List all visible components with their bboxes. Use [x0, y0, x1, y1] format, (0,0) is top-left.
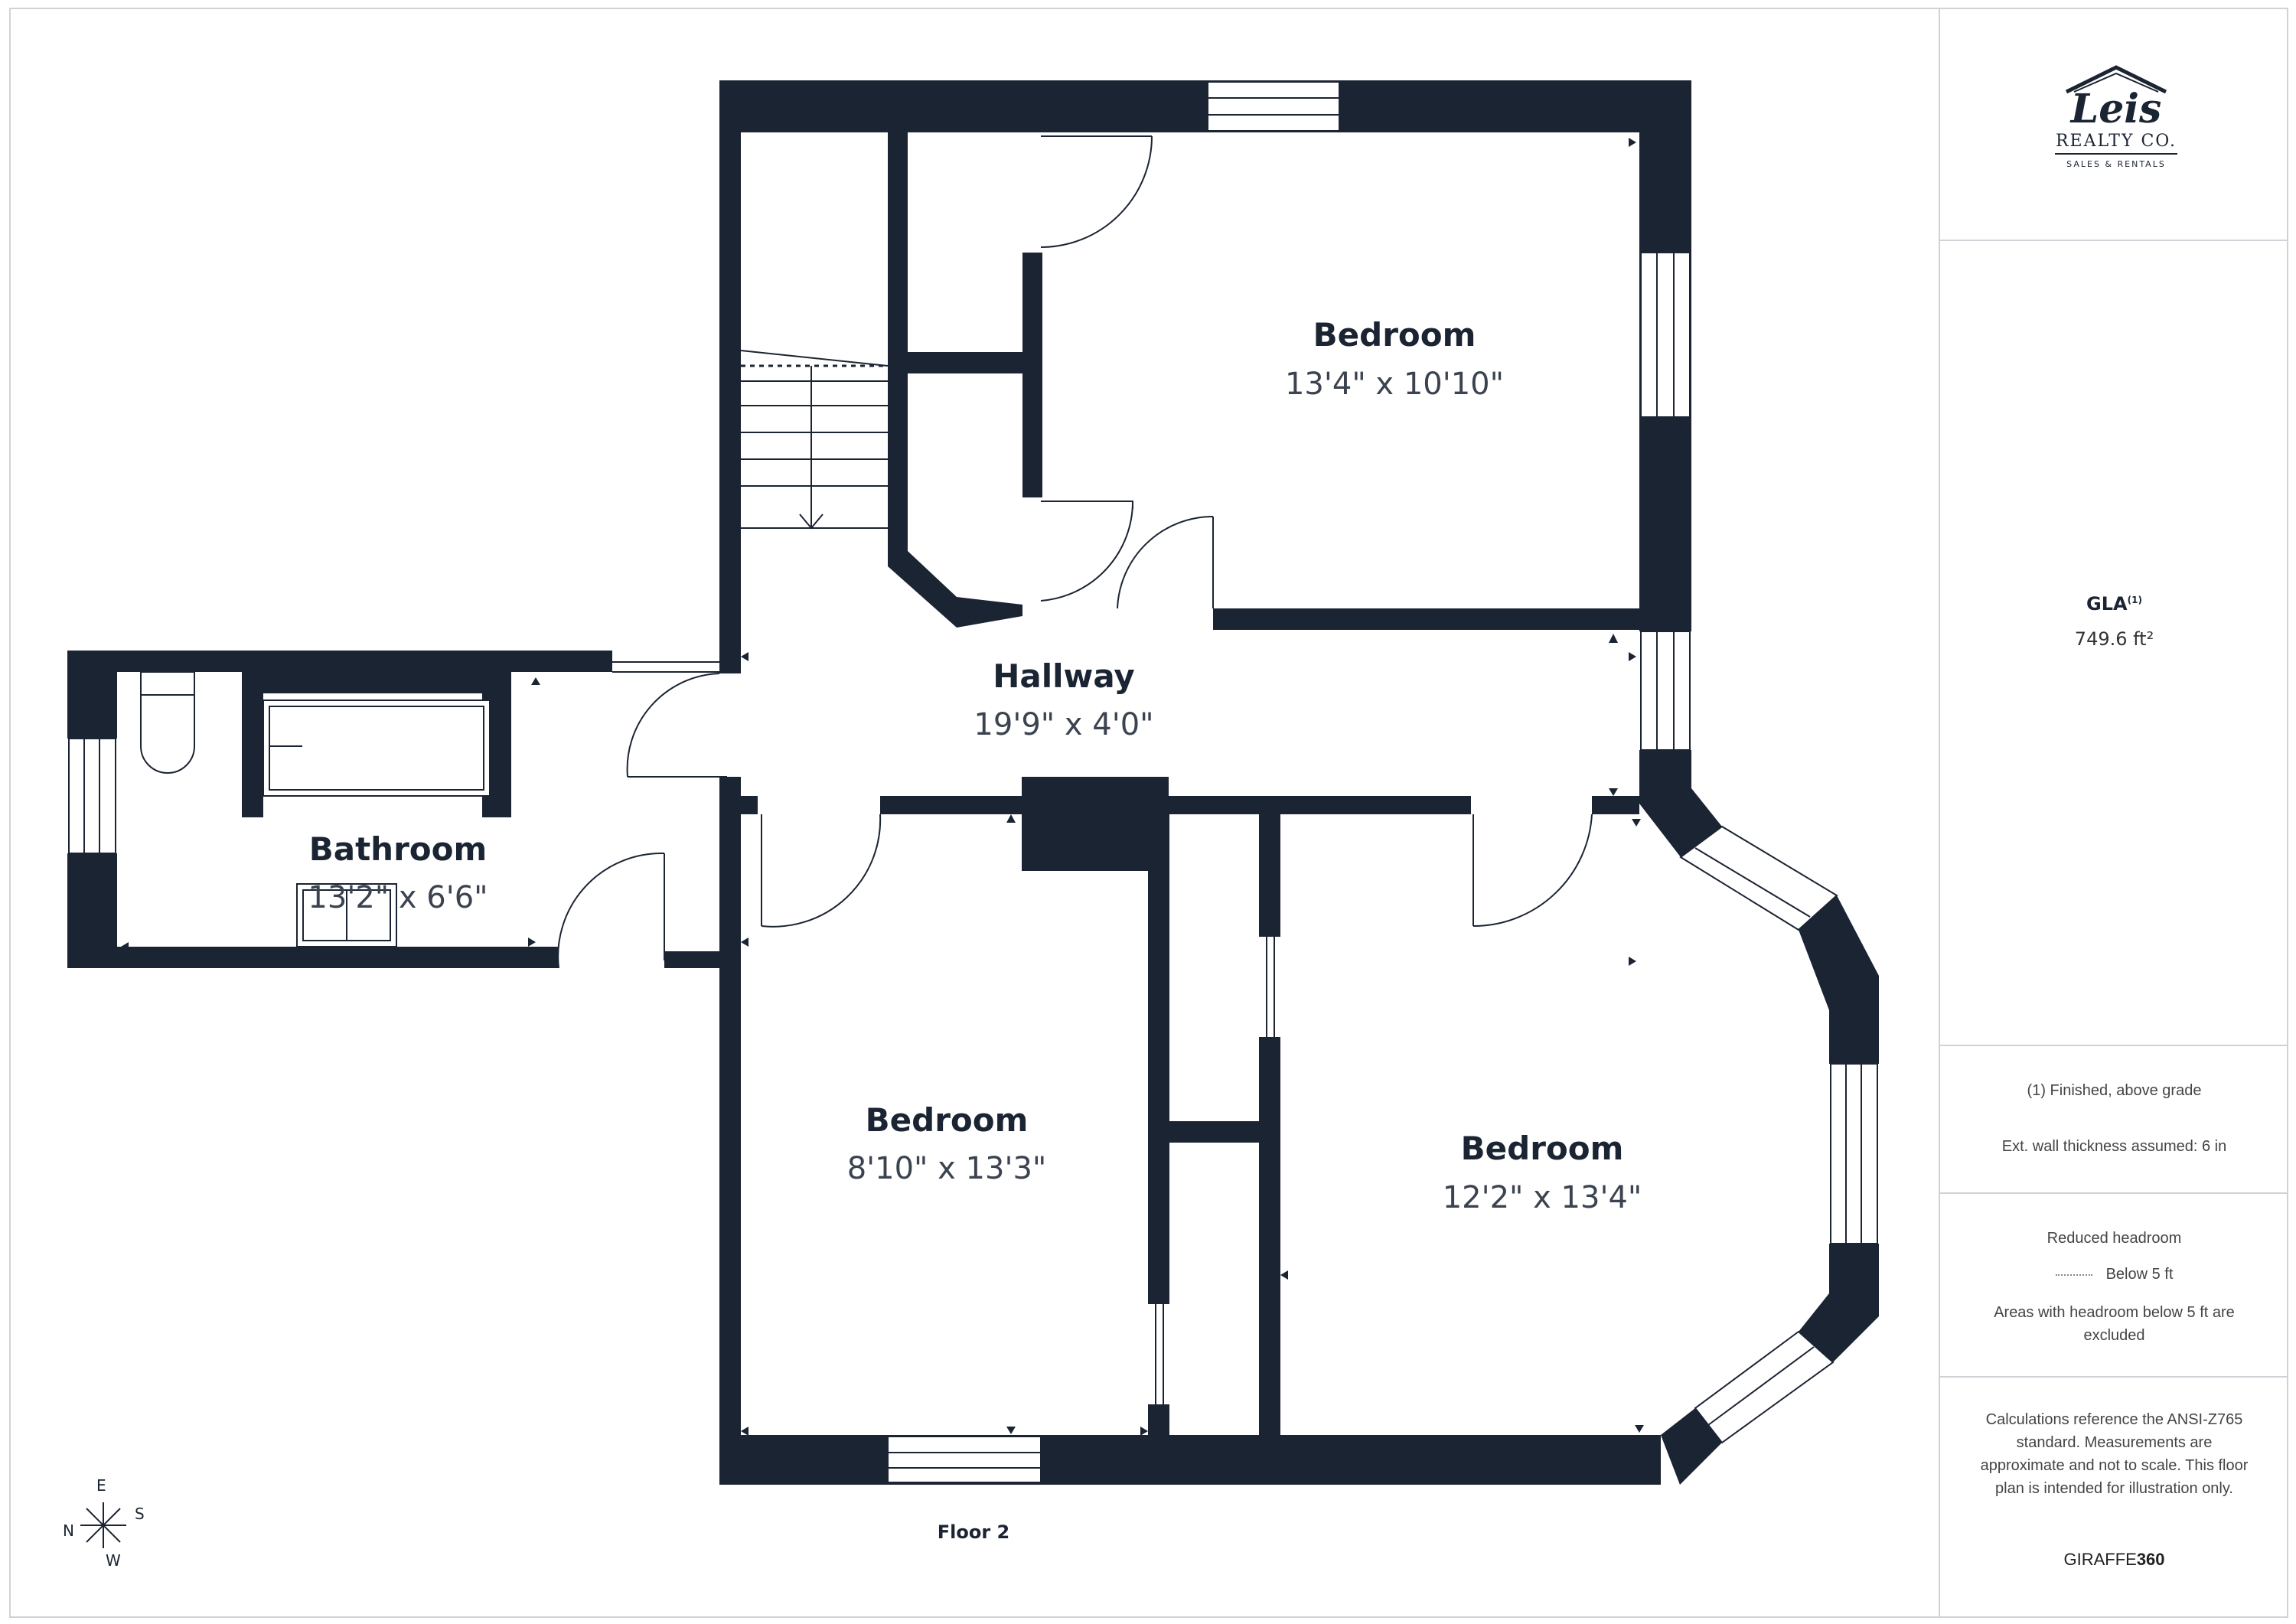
room-dims-hallway: 19'9" x 4'0"	[974, 707, 1153, 742]
walls	[67, 80, 1879, 1485]
company-logo: Leis REALTY CO. SALES & RENTALS	[2055, 61, 2177, 199]
calc-note: Calculations reference the ANSI-Z765 sta…	[1980, 1411, 2249, 1497]
finished-note: (1) Finished, above grade	[2027, 1082, 2202, 1099]
window-panes	[83, 97, 1862, 1469]
headroom-note: Areas with headroom below 5 ft are exclu…	[1994, 1304, 2235, 1344]
stairs	[740, 350, 889, 530]
divider	[1940, 1192, 2288, 1194]
gla-label: GLA(1)	[2086, 593, 2142, 615]
room-name-bedroom-2: Bedroom	[866, 1101, 1029, 1139]
compass-icon: E N S W	[63, 1476, 145, 1570]
room-name-hallway: Hallway	[993, 657, 1135, 695]
brand-mark: GIRAFFE360	[2063, 1550, 2165, 1569]
room-name-bedroom-3: Bedroom	[1461, 1130, 1624, 1167]
page-frame	[9, 8, 2288, 1618]
compass-w: W	[106, 1551, 121, 1570]
room-dims-bedroom-1: 13'4" x 10'10"	[1285, 367, 1504, 402]
compass-e: E	[96, 1476, 106, 1495]
room-dims-bedroom-2: 8'10" x 13'3"	[847, 1151, 1047, 1186]
room-dims-bedroom-3: 12'2" x 13'4"	[1443, 1180, 1642, 1215]
divider	[1940, 1376, 2288, 1378]
room-name-bathroom: Bathroom	[309, 830, 488, 868]
logo-line2: SALES & RENTALS	[2066, 159, 2166, 169]
divider	[1940, 240, 2288, 241]
compass-s: S	[135, 1505, 145, 1523]
gla-block: GLA(1) 749.6 ft²	[1940, 593, 2288, 650]
floor-plan: Bedroom 13'4" x 10'10" Hallway 19'9" x 4…	[63, 80, 1879, 1570]
info-sidebar: Leis REALTY CO. SALES & RENTALS GLA(1) 7…	[1939, 8, 2288, 1618]
headroom-legend: Below 5 ft	[1940, 1263, 2288, 1286]
headroom-title: Reduced headroom	[2047, 1230, 2182, 1247]
logo-name: Leis	[2069, 86, 2162, 130]
dotted-line-icon	[2055, 1273, 2092, 1276]
compass-n: N	[63, 1521, 74, 1540]
dimension-markers	[121, 138, 1644, 1436]
house-roof-icon: Leis	[2065, 65, 2167, 132]
bathroom-fixtures	[140, 671, 491, 947]
room-dims-bathroom: 13'2" x 6'6"	[308, 880, 488, 915]
floor-label: Floor 2	[938, 1521, 1010, 1543]
room-name-bedroom-1: Bedroom	[1313, 316, 1476, 354]
doors	[557, 135, 1593, 1404]
wall-note: Ext. wall thickness assumed: 6 in	[2001, 1138, 2227, 1155]
gla-value: 749.6 ft²	[2074, 628, 2154, 650]
windows	[68, 81, 1878, 1483]
divider	[1940, 1045, 2288, 1046]
logo-line1: REALTY CO.	[2055, 132, 2177, 155]
